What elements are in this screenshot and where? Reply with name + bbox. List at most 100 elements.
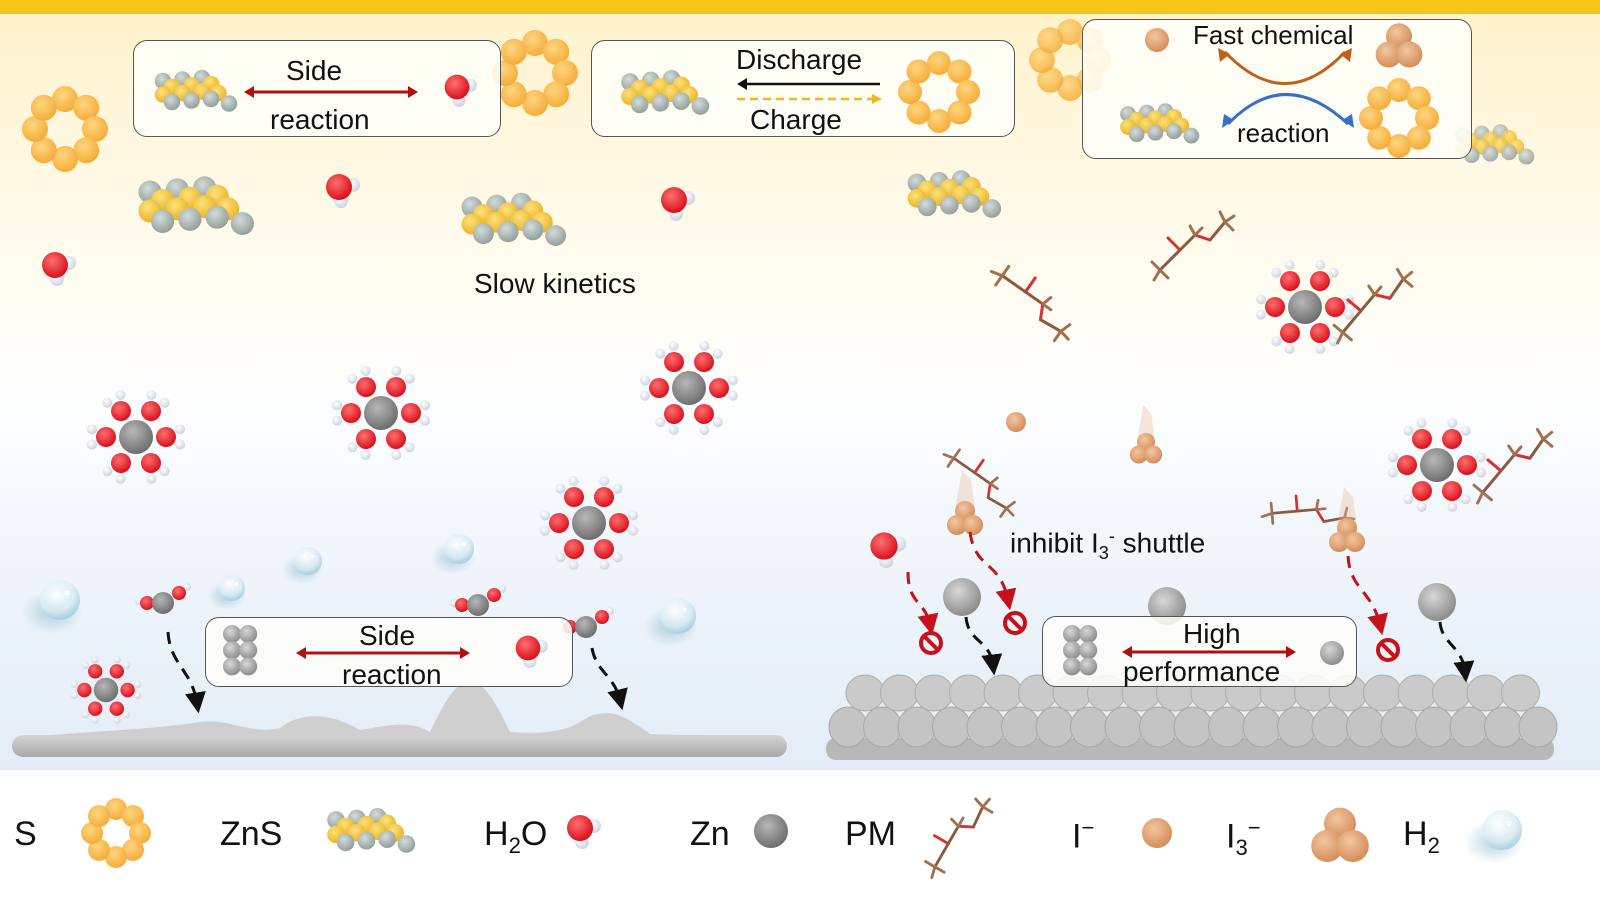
inhibit-shuttle-label: inhibit I3- shuttle: [1010, 527, 1205, 562]
atom: [906, 100, 931, 125]
atom: [564, 487, 584, 508]
atom: [386, 377, 406, 398]
pm-molecule-icon: [924, 797, 994, 879]
bond: [1041, 302, 1053, 312]
motion-trail: [1137, 405, 1155, 441]
zns-chain-icon: [621, 70, 710, 115]
bond: [999, 506, 1008, 518]
atom: [963, 515, 983, 535]
atom: [539, 510, 550, 521]
atom: [378, 830, 397, 848]
legend-label-zns: ZnS: [220, 815, 283, 853]
atom: [134, 680, 142, 689]
triiodide-main: I: [1226, 817, 1236, 856]
atom: [668, 341, 679, 352]
water-molecule-icon: [870, 532, 907, 569]
atom: [712, 348, 723, 359]
atom: [30, 137, 57, 164]
atom: [1315, 260, 1326, 271]
atom: [111, 401, 131, 422]
high-label: High: [1183, 618, 1241, 649]
atom: [220, 95, 238, 112]
atom: [552, 60, 578, 86]
hydrogen-bubble-icon: [1464, 810, 1524, 864]
motion-trail: [1337, 487, 1357, 527]
bond: [981, 797, 991, 809]
atom: [172, 586, 186, 600]
inhibit-icon: [919, 631, 943, 655]
atom: [239, 625, 258, 643]
atom: [1447, 418, 1458, 429]
atom: [947, 100, 972, 125]
side-reaction-arrow-top: [244, 86, 418, 98]
atom: [612, 552, 623, 563]
triiodide-icon: [947, 470, 983, 535]
water-molecule-icon: [42, 252, 76, 286]
bond: [1295, 508, 1318, 513]
atom: [728, 375, 739, 386]
zn-deposition-path-2: [1438, 621, 1475, 683]
atom: [870, 532, 898, 560]
high-performance-arrow: [1122, 646, 1296, 658]
atom: [639, 390, 650, 401]
bond: [930, 865, 937, 879]
pm-molecule-icon: [1150, 210, 1236, 282]
atom: [1147, 124, 1164, 141]
atom: [88, 838, 111, 861]
legend-label-h2o: H2O: [484, 817, 547, 857]
zinc-cluster-icon: [223, 625, 258, 676]
atom: [113, 716, 121, 724]
discharge-arrow-head: [737, 78, 747, 90]
atom: [1416, 418, 1427, 429]
sulfur-ring-icon: [1359, 78, 1439, 158]
atom: [386, 428, 406, 449]
bond: [1346, 298, 1363, 313]
atom: [709, 378, 729, 398]
atom: [115, 390, 126, 401]
zns-chain-icon: [1120, 103, 1200, 144]
atom: [609, 513, 629, 533]
side-reaction-top-line2: reaction: [270, 104, 370, 135]
bond: [988, 482, 999, 491]
bond: [952, 448, 961, 460]
atom: [599, 476, 610, 487]
atom: [96, 427, 116, 447]
water-molecule-icon: [326, 174, 360, 208]
atom: [356, 428, 376, 449]
bond: [1193, 233, 1212, 242]
zinc-grain: [1518, 706, 1558, 748]
pm-molecule-icon: [942, 448, 1016, 518]
atom: [1037, 27, 1064, 54]
atom: [567, 815, 593, 841]
bond: [1059, 323, 1072, 333]
atom: [30, 94, 57, 121]
atom: [947, 59, 972, 84]
atom: [1271, 267, 1282, 278]
atom: [455, 598, 469, 612]
atom: [655, 417, 666, 428]
atom: [1079, 641, 1098, 660]
atom: [347, 442, 358, 453]
sulfur-ring-icon: [22, 86, 108, 172]
atom: [397, 835, 416, 853]
bond: [1152, 268, 1162, 282]
atom: [672, 92, 690, 110]
atom: [668, 424, 679, 435]
atom: [1029, 47, 1055, 73]
atom: [628, 525, 639, 536]
atom: [331, 400, 342, 411]
atom: [555, 552, 566, 563]
atom: [1442, 480, 1462, 501]
atom: [347, 373, 358, 384]
atom: [545, 225, 567, 246]
bond: [1341, 309, 1363, 335]
bubble-highlight: [682, 607, 687, 612]
bond: [1269, 501, 1274, 515]
legend-label-pm: PM: [845, 815, 896, 853]
foreground-molecules: [166, 531, 1475, 714]
atom: [357, 832, 376, 850]
atom: [178, 207, 202, 231]
reaction-label: reaction: [1237, 118, 1330, 148]
atom: [420, 400, 431, 411]
atom: [420, 415, 431, 426]
